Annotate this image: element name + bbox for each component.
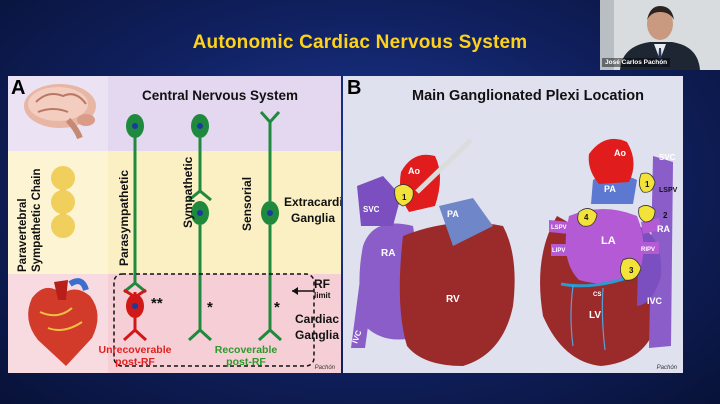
left-ra-label: RA: [381, 248, 395, 259]
parasympathetic-label: Parasympathetic: [117, 170, 131, 266]
sensorial-label: Sensorial: [240, 177, 254, 231]
left-rv-label: RV: [446, 294, 460, 305]
panel-a: A Paravertebral Sympathetic Chain: [8, 76, 356, 373]
cardiac-ganglia-label-1: Cardiac: [295, 312, 339, 326]
sympathetic-label: Sympathetic: [181, 156, 195, 228]
left-pa-label: PA: [447, 209, 459, 219]
right-ao-label: Ao: [614, 148, 626, 158]
recoverable-label-1: Recoverable: [215, 344, 278, 356]
recoverable-label-2: post-RF: [226, 356, 266, 368]
cns-label: Central Nervous System: [142, 88, 298, 103]
left-ao-label: Ao: [408, 166, 420, 176]
presenter-video[interactable]: José Carlos Pachón: [600, 0, 720, 70]
posterior-heart: [540, 138, 673, 366]
extracardiac-label-1: Extracardiac: [284, 195, 341, 209]
chain-label-1: Paravertebral: [17, 198, 29, 272]
right-lspv-label: LSPV: [659, 187, 678, 194]
rf-label-1: RF: [314, 277, 330, 291]
panel-b-credit: Pachón: [657, 365, 678, 371]
rf-label-2: limit: [314, 291, 331, 300]
panel-a-credit: Pachón: [315, 365, 336, 371]
panel-a-letter: A: [11, 77, 25, 99]
right-cs-label: CS: [593, 292, 601, 298]
panel-b-title: Main Ganglionated Plexi Location: [412, 88, 644, 104]
right-pa-label: PA: [604, 184, 616, 194]
chain-label-2: Sympathetic Chain: [31, 168, 43, 272]
right-la-label: LA: [601, 235, 616, 247]
right-ra-label: RA: [657, 224, 670, 234]
heart-icon: [28, 278, 98, 366]
right-gp2-label: 2: [663, 211, 668, 220]
sympathetic-neuron: [187, 114, 213, 342]
presenter-name: José Carlos Pachón: [602, 58, 671, 67]
right-ripv-label: RIPV: [641, 247, 655, 253]
left-gp1-label: 1: [402, 193, 407, 202]
sensorial-neuron: [257, 110, 283, 342]
right-lv-label: LV: [589, 310, 601, 321]
left-ivc-label: IVC: [350, 329, 363, 345]
panel-a-diagram: A Paravertebral Sympathetic Chain: [8, 76, 356, 373]
panel-b-diagram: B Main Ganglionated Plexi Location Ao SV…: [343, 76, 683, 373]
unrecoverable-label-1: Unrecoverable: [99, 344, 172, 356]
anterior-heart: [351, 138, 515, 366]
left-svc-label: SVC: [363, 205, 380, 214]
rf-limit-box: [113, 273, 315, 367]
slide-title: Autonomic Cardiac Nervous System: [192, 32, 528, 53]
panel-b-letter: B: [347, 77, 361, 99]
right-gp4-label: 4: [584, 213, 589, 222]
right-svc-label: SVC: [659, 153, 676, 162]
presenter-avatar: [600, 0, 720, 70]
double-star: **: [151, 295, 163, 312]
star-sensorial: *: [274, 299, 280, 316]
sympathetic-chain-icon: [51, 166, 75, 238]
right-ivc-label: IVC: [647, 296, 663, 306]
parasympathetic-neuron: [122, 114, 148, 342]
cardiac-ganglia-label-2: Ganglia: [295, 328, 339, 342]
right-gp3-label: 3: [629, 266, 634, 275]
unrecoverable-label-2: post-RF: [115, 356, 155, 368]
extracardiac-label-2: Ganglia: [291, 211, 335, 225]
right-lipv-label: LIPV: [552, 248, 565, 254]
right-lspv2-label: LSPV: [551, 225, 567, 231]
brain-icon: [24, 84, 96, 140]
star-sympathetic: *: [207, 299, 213, 316]
panel-b: B Main Ganglionated Plexi Location Ao SV…: [343, 76, 683, 373]
right-gp1-label: 1: [645, 180, 650, 189]
